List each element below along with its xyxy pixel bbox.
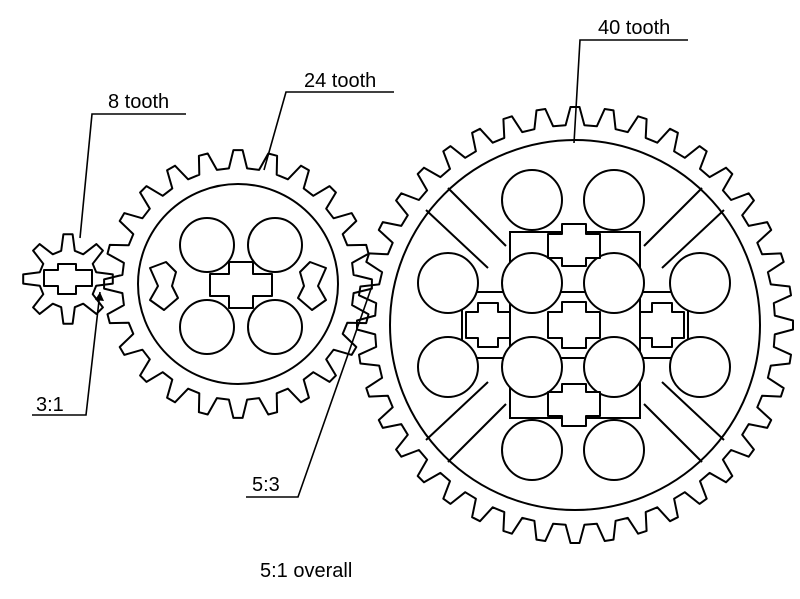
label-ratio-3-1: 3:1 (32, 291, 104, 416)
gear-24-outline (103, 149, 373, 419)
pin-hole (179, 299, 235, 355)
axle-hole-cross (43, 263, 93, 295)
gear-40-rim (389, 139, 761, 511)
label-ratio-5-3: 5:3 (246, 285, 373, 498)
label-40-tooth: 40 tooth (573, 17, 688, 144)
hub-notch (297, 261, 327, 311)
label-8-tooth: 8 tooth (79, 91, 186, 239)
gear-24-tooth (103, 149, 373, 419)
gear-40-tooth (356, 106, 794, 544)
gear-40-pin-holes (417, 169, 731, 481)
gear-40-spokes (425, 187, 725, 463)
label-ratio-5-3-text: 5:3 (252, 474, 280, 496)
gear-8-tooth (22, 233, 114, 325)
label-24-tooth: 24 tooth (263, 70, 394, 171)
gear-40-outline (356, 106, 794, 544)
label-ratio-3-1-text: 3:1 (36, 394, 64, 416)
pin-hole (179, 217, 235, 273)
pin-hole (247, 299, 303, 355)
gear-8-outline (22, 233, 114, 325)
axle-hole-cross (209, 261, 273, 309)
leader-arrowhead (95, 292, 104, 301)
overall-ratio-label: 5:1 overall (260, 560, 352, 582)
label-8-tooth-text: 8 tooth (108, 91, 169, 113)
pin-hole (247, 217, 303, 273)
label-40-tooth-text: 40 tooth (598, 17, 670, 39)
label-24-tooth-text: 24 tooth (304, 70, 376, 92)
gear-24-rim (137, 183, 339, 385)
gear-40-axle-holes (465, 223, 685, 427)
hub-notch (149, 261, 179, 311)
